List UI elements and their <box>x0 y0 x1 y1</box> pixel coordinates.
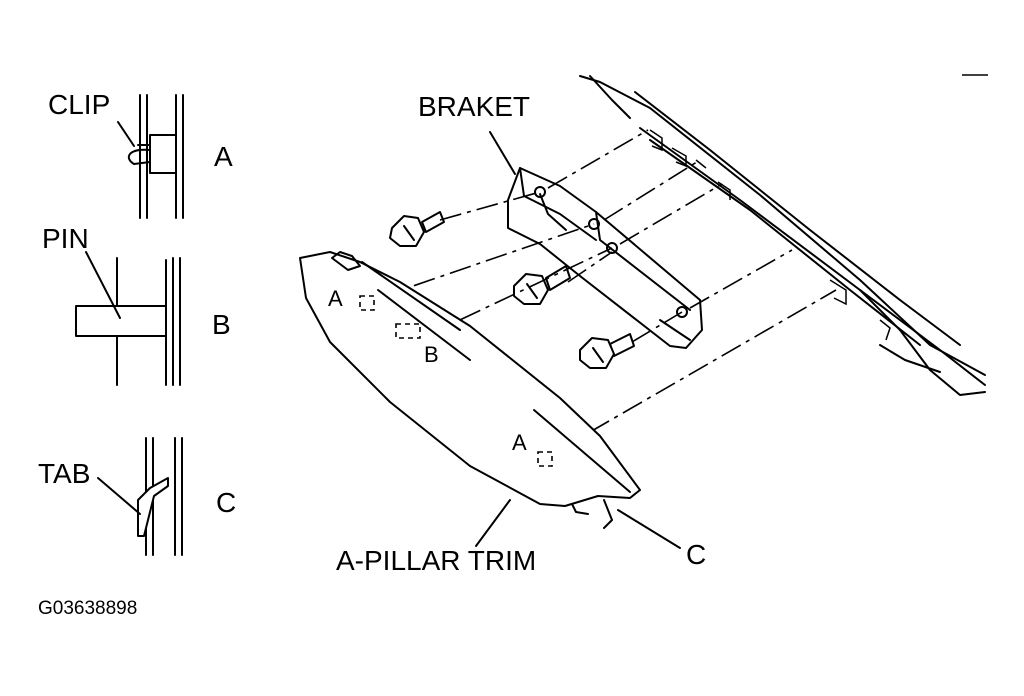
detail-tab <box>97 437 183 556</box>
detail-clip <box>117 94 184 219</box>
bolt-middle <box>513 265 571 305</box>
clip-label: CLIP <box>48 89 110 120</box>
pin-label: PIN <box>42 223 89 254</box>
tab-letter: C <box>216 487 236 518</box>
clip-letter: A <box>214 141 233 172</box>
figure-code: G03638898 <box>38 598 137 619</box>
trim-tab-c: C <box>686 539 706 570</box>
body-pillar <box>579 74 988 396</box>
bolt-lower <box>579 333 635 369</box>
bracket-label: BRAKET <box>418 91 530 122</box>
bracket <box>489 131 703 349</box>
trim-pin-b: B <box>424 342 439 367</box>
bolt-upper <box>389 211 445 247</box>
trim-label: A-PILLAR TRIM <box>336 545 536 576</box>
a-pillar-trim <box>299 251 681 549</box>
pin-letter: B <box>212 309 231 340</box>
trim-clip-a-lower: A <box>512 430 527 455</box>
tab-label: TAB <box>38 458 90 489</box>
trim-clip-a-upper: A <box>328 286 343 311</box>
alignment-lines <box>377 129 837 433</box>
detail-pin <box>75 251 181 386</box>
